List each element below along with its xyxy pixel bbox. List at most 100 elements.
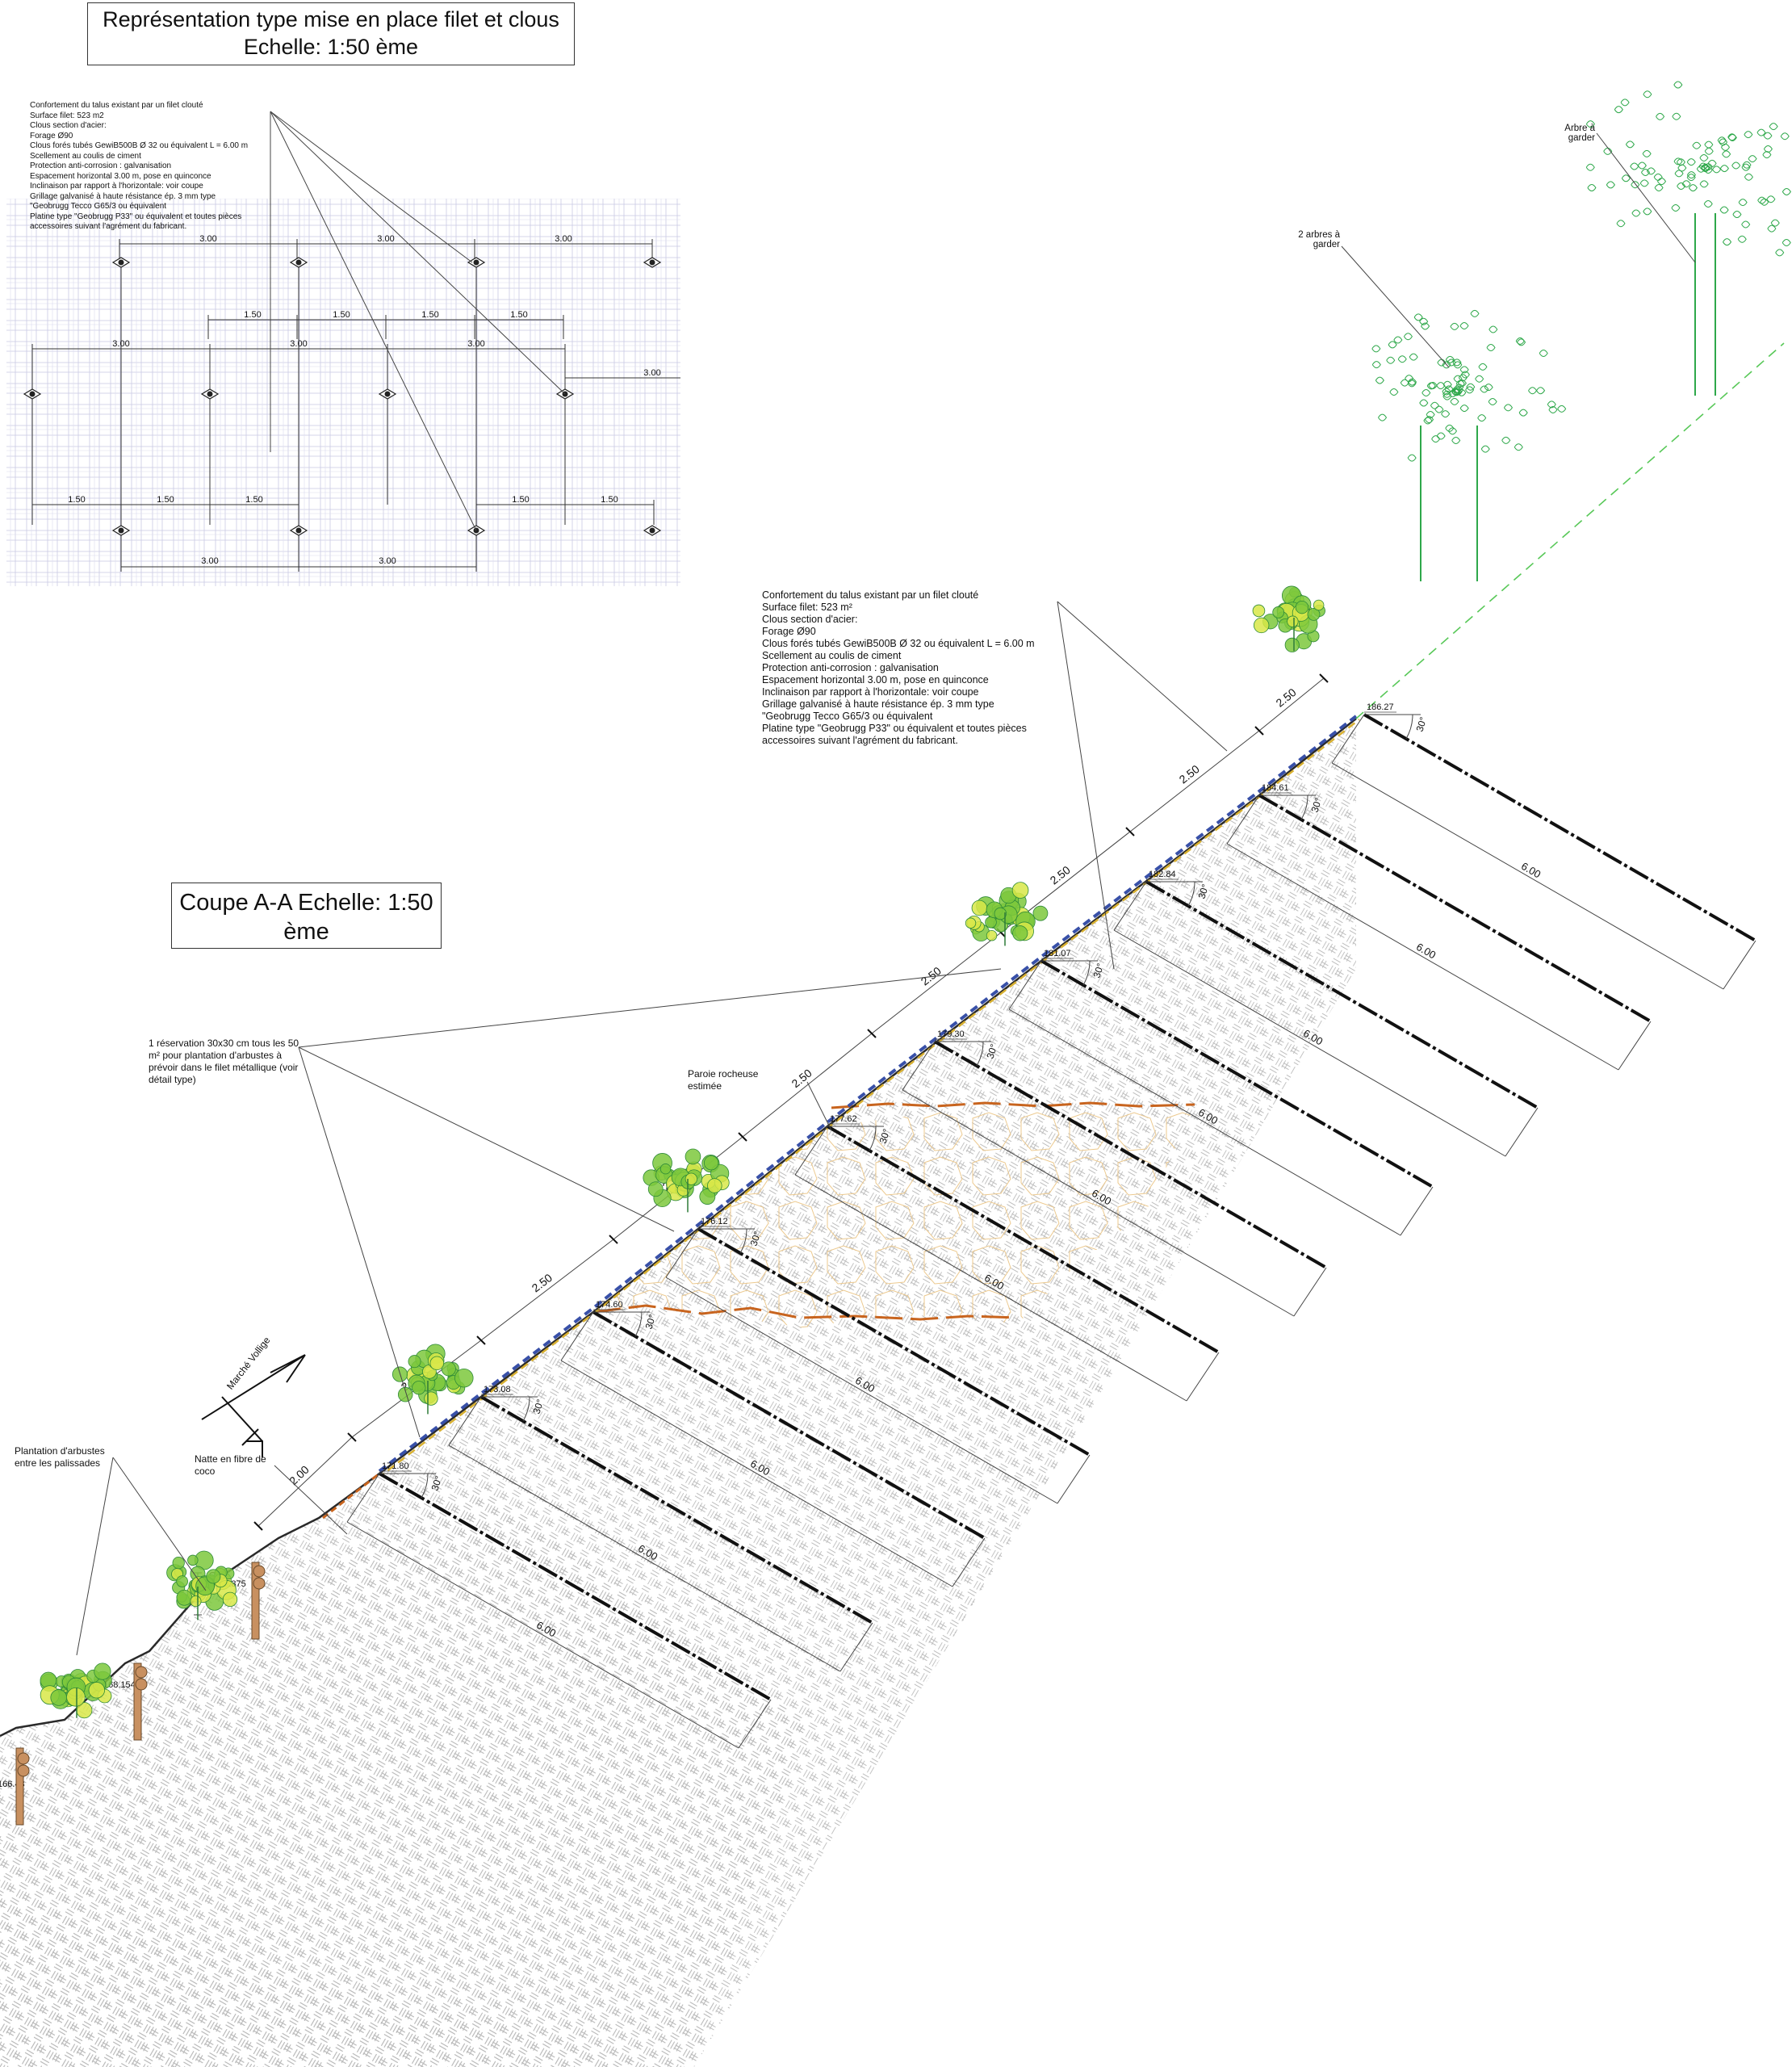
spacing-label: 2.50 (1273, 686, 1298, 710)
tree-leaf (1655, 185, 1663, 191)
tree-leaf (1443, 381, 1451, 388)
nail-anchor-dot (296, 260, 302, 266)
tree-leaf (1420, 400, 1428, 406)
tree-leaf (1481, 446, 1489, 452)
shrub-leaf (1012, 926, 1027, 941)
shrub-leaf (1296, 601, 1308, 614)
shrub-leaf (67, 1688, 86, 1706)
spacing-tick (1255, 727, 1263, 735)
section-title-box: Coupe A-A Echelle: 1:50 ème (171, 883, 442, 949)
spec-line: Confortement du talus existant par un fi… (30, 101, 248, 111)
tree-leaf (1378, 414, 1386, 421)
plan-dimension-label: 3.00 (199, 234, 216, 244)
spec-line: Scellement au coulis de ciment (762, 650, 1035, 662)
tree-leaf (1451, 398, 1459, 405)
spec-line: Clous forés tubés GewiB500B Ø 32 ou équi… (762, 638, 1035, 650)
nail-anchor-dot (119, 528, 124, 534)
elevation-label: 184.61 (1262, 783, 1289, 793)
tree-leaf (1452, 437, 1460, 443)
elevation-label: 179.30 (937, 1029, 965, 1039)
tree-leaf (1388, 342, 1396, 348)
elevation-label: 176.12 (701, 1217, 728, 1226)
tree-leaf (1606, 182, 1614, 188)
elevation-label: 177.62 (830, 1114, 857, 1124)
tree-leaf (1446, 425, 1454, 431)
shrub-leaf (173, 1557, 185, 1569)
shrub-leaf (412, 1381, 425, 1394)
plan-dimension-label: 1.50 (512, 495, 529, 505)
spec-line: Scellement au coulis de ciment (30, 152, 248, 162)
shrub-icon (965, 883, 1048, 946)
nail-anchor-dot (30, 392, 36, 397)
shrub-leaf (1273, 606, 1284, 618)
tree-leaf (1430, 402, 1438, 409)
shrub-leaf (707, 1179, 722, 1193)
spec-line: Clous section d'acier: (762, 614, 1035, 626)
tree-leaf (1454, 375, 1462, 382)
tree-leaf (1460, 405, 1468, 412)
shrub-leaf (188, 1555, 199, 1566)
reservation-label: 1 réservation 30x30 cm tous les 50 m² po… (149, 1038, 302, 1086)
shrub-leaf (177, 1576, 188, 1587)
plan-dimension-label: 1.50 (244, 310, 261, 320)
tree-leaf (1375, 377, 1384, 384)
shrub-leaf (685, 1149, 701, 1164)
spec-line: Clous section d'acier: (30, 121, 248, 132)
tree-leaf (1626, 141, 1634, 148)
plan-title: Représentation type mise en place filet … (103, 7, 559, 59)
spacing-label: 2.00 (287, 1463, 312, 1488)
shrub-leaf (1033, 906, 1048, 920)
tree-leaf (1673, 113, 1681, 119)
tree-leaf (1518, 339, 1526, 346)
spec-line: "Geobrugg Tecco G65/3 ou équivalent (30, 202, 248, 212)
plan-dimension-label: 1.50 (157, 495, 174, 505)
spec-line: Grillage galvanisé à haute résistance ép… (30, 192, 248, 203)
shrub-leaf (986, 930, 997, 941)
tree-right-label: Arbre à garder (1540, 124, 1595, 143)
tree-leaf (1654, 174, 1662, 180)
shrub-leaf (1313, 600, 1324, 610)
spacing-tick (609, 1235, 618, 1243)
plan-dimension-label: 1.50 (68, 495, 85, 505)
shrub-leaf (1253, 605, 1265, 617)
plan-title-box: Représentation type mise en place filet … (87, 2, 575, 65)
plantation-label: Plantation d'arbustes entre les palissad… (15, 1445, 128, 1470)
nail-anchor-dot (119, 260, 124, 266)
shrub-leaf (972, 900, 987, 916)
shrub-leaf (454, 1369, 473, 1387)
tree-leaf (1656, 113, 1664, 119)
tree-leaf (1519, 409, 1527, 416)
tree-leaf (1693, 142, 1701, 149)
plan-dimension-label: 3.00 (379, 556, 396, 566)
shrub-leaf (1254, 618, 1269, 633)
spec-line: Surface filet: 523 m² (762, 602, 1035, 614)
coco-label: Natte en fibre de coco (195, 1453, 287, 1478)
shrub-leaf (1285, 638, 1299, 652)
tree-leaf (1401, 379, 1409, 386)
shrub-icon (392, 1344, 473, 1415)
section-spec-note: Confortement du talus existant par un fi… (762, 589, 1035, 747)
tree-leaf (1435, 406, 1443, 413)
tree-leaf (1617, 220, 1625, 227)
tree-leaf (1422, 389, 1430, 396)
shrub-leaf (648, 1182, 663, 1197)
shrub-leaf (425, 1392, 438, 1405)
plan-dimension-label: 3.00 (112, 339, 129, 349)
tree-leaf (1372, 362, 1380, 368)
spec-line: accessoires suivant l'agrément du fabric… (30, 222, 248, 233)
shrub-leaf (408, 1356, 421, 1368)
elevation-label: 182.84 (1149, 870, 1176, 879)
spacing-tick (868, 1029, 876, 1038)
elevation-label: 174.60 (596, 1300, 623, 1310)
tree-leaf (1408, 455, 1416, 461)
tree-leaf (1558, 405, 1566, 412)
spacing-label: 2.50 (530, 1271, 555, 1294)
spec-line: Clous forés tubés GewiB500B Ø 32 ou équi… (30, 141, 248, 152)
nail-anchor-dot (385, 392, 391, 397)
tree-leaf (1398, 356, 1406, 363)
spacing-tick (739, 1133, 747, 1141)
spec-line: Grillage galvanisé à haute résistance ép… (762, 698, 1035, 711)
elevation-label: 171.80 (382, 1461, 409, 1471)
spacing-tick (1320, 674, 1328, 682)
